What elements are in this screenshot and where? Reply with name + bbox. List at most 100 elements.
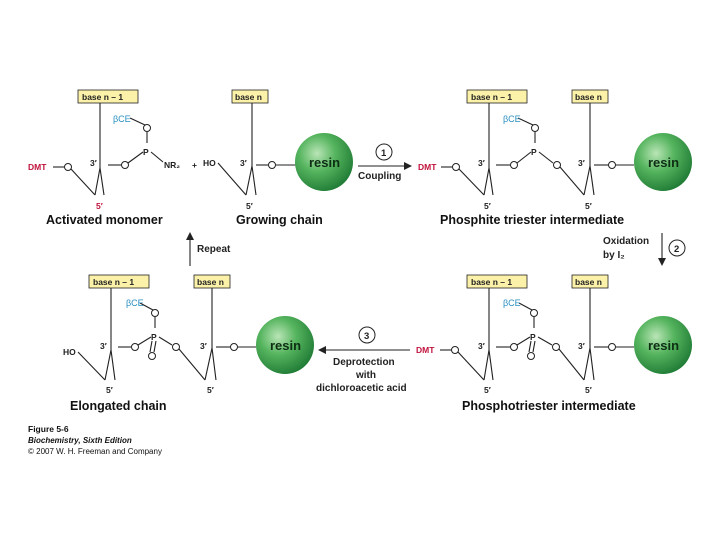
oxygen-atom <box>143 124 151 132</box>
phosphorus-label: P <box>530 332 536 342</box>
figure-number: Figure 5-6 <box>28 424 69 434</box>
step-number-badge <box>375 143 393 161</box>
deprotection-step: 3 Deprotection with dichloroacetic acid <box>316 326 410 394</box>
bce-label: βCE <box>503 114 521 124</box>
three-prime-label: 3′ <box>90 158 97 168</box>
five-prime-label: 5′ <box>585 201 592 211</box>
deprotection-label-line1: Deprotection <box>333 357 395 368</box>
resin-bead <box>256 316 314 374</box>
oxidation-label-line1: Oxidation <box>603 236 649 247</box>
three-prime-label: 3′ <box>100 341 107 351</box>
dmt-label: DMT <box>28 162 47 172</box>
plus-sign: + <box>192 160 197 170</box>
oxygen-atom <box>64 163 72 171</box>
oxygen-atom <box>608 343 616 351</box>
caption-growing-chain: Growing chain <box>236 213 323 227</box>
base-box <box>231 89 269 104</box>
oxygen-atom <box>148 352 156 360</box>
phosphorus-label: P <box>531 147 537 157</box>
caption-phosphite-triester: Phosphite triester intermediate <box>440 213 624 227</box>
five-prime-label: 5′ <box>484 201 491 211</box>
elongated-chain-panel: base n – 1 HO 3′ P βCE base n 3′ 5′ 5′ r… <box>63 274 314 413</box>
base-box-label: base n – 1 <box>93 277 134 287</box>
oxygen-atom <box>553 161 561 169</box>
oxygen-atom <box>172 343 180 351</box>
nr2-label: NR₂ <box>164 160 180 170</box>
five-prime-label: 5′ <box>246 201 253 211</box>
activated-monomer-panel: base n – 1 DMT 3′ P βCE NR₂ 5′ Activated… <box>28 89 180 227</box>
phosphorus-label: P <box>143 147 149 157</box>
step-number: 1 <box>381 148 387 159</box>
oxygen-atom <box>552 343 560 351</box>
oxygen-atom <box>452 163 460 171</box>
base-box <box>466 274 528 289</box>
three-prime-label: 3′ <box>478 341 485 351</box>
base-box-label: base n <box>575 277 602 287</box>
five-prime-label: 5′ <box>106 385 113 395</box>
ho-label: HO <box>203 158 216 168</box>
ho-label: HO <box>63 347 76 357</box>
three-prime-label: 3′ <box>240 158 247 168</box>
oxygen-atom <box>230 343 238 351</box>
bce-label: βCE <box>113 114 131 124</box>
step-number: 2 <box>674 244 679 255</box>
base-box-label: base n <box>575 92 602 102</box>
base-box-label: base n <box>235 92 262 102</box>
five-prime-label: 5′ <box>96 201 103 211</box>
phosphotriester-panel: base n – 1 DMT 3′ P βCE base n 3′ 5′ 5′ <box>416 274 692 413</box>
step-number-badge <box>668 239 686 257</box>
bce-label: βCE <box>503 298 521 308</box>
oxygen-atom <box>131 343 139 351</box>
three-prime-label: 3′ <box>200 341 207 351</box>
resin-label: resin <box>309 155 340 170</box>
oxygen-atom <box>510 161 518 169</box>
resin-label: resin <box>648 155 679 170</box>
five-prime-label: 5′ <box>484 385 491 395</box>
resin-bead <box>634 133 692 191</box>
oxidation-label-line2: by I₂ <box>603 250 625 261</box>
oxygen-atom <box>608 161 616 169</box>
base-box <box>77 89 139 104</box>
step-number: 3 <box>364 331 369 342</box>
oxygen-atom <box>531 124 539 132</box>
three-prime-label: 3′ <box>478 158 485 168</box>
resin-label: resin <box>270 338 301 353</box>
resin-label: resin <box>648 338 679 353</box>
three-prime-label: 3′ <box>578 158 585 168</box>
five-prime-label: 5′ <box>585 385 592 395</box>
growing-chain-panel: base n HO 3′ 5′ resin Growing chain <box>203 89 353 227</box>
base-box-label: base n – 1 <box>82 92 123 102</box>
base-box-label: base n – 1 <box>471 277 512 287</box>
repeat-label: Repeat <box>197 244 231 255</box>
book-title: Biochemistry, Sixth Edition <box>28 436 132 445</box>
oxygen-atom <box>121 161 129 169</box>
figure-credit: Figure 5-6 Biochemistry, Sixth Edition ©… <box>28 424 162 456</box>
five-prime-label: 5′ <box>207 385 214 395</box>
oxygen-atom <box>151 309 159 317</box>
base-box-label: base n <box>197 277 224 287</box>
oxygen-atom <box>510 343 518 351</box>
caption-activated-monomer: Activated monomer <box>46 213 163 227</box>
dmt-label: DMT <box>418 162 437 172</box>
phosphorus-label: P <box>151 332 157 342</box>
resin-bead <box>295 133 353 191</box>
step-number-badge <box>358 326 376 344</box>
bce-label: βCE <box>126 298 144 308</box>
repeat-step: Repeat <box>186 232 231 266</box>
resin-bead <box>634 316 692 374</box>
three-prime-label: 3′ <box>578 341 585 351</box>
oxygen-atom <box>268 161 276 169</box>
coupling-step: 1 Coupling <box>358 143 412 182</box>
coupling-label: Coupling <box>358 171 401 182</box>
oxygen-atom <box>451 346 459 354</box>
caption-elongated-chain: Elongated chain <box>70 399 167 413</box>
dmt-label: DMT <box>416 345 435 355</box>
base-box-label: base n – 1 <box>471 92 512 102</box>
deprotection-label-line2: with <box>355 370 376 381</box>
base-box <box>88 274 150 289</box>
base-box <box>466 89 528 104</box>
deprotection-label-line3: dichloroacetic acid <box>316 383 407 394</box>
oxygen-atom <box>527 352 535 360</box>
copyright-notice: © 2007 W. H. Freeman and Company <box>28 447 162 456</box>
